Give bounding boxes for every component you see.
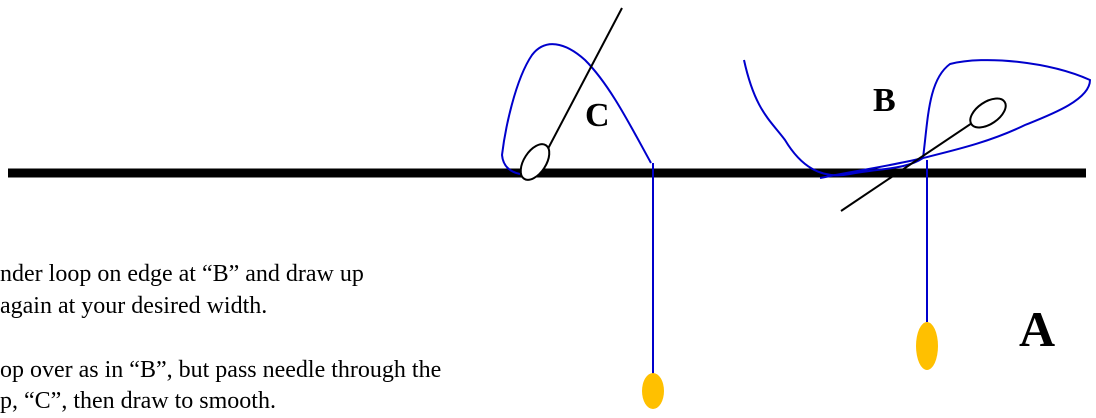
instruction-line-4: p, “C”, then draw to smooth. [0,388,276,414]
label-c: C [585,97,610,134]
thread-loop-b [743,59,1092,179]
needle-eye-b [969,97,1007,129]
thread-loop-c [500,43,652,175]
thread-end-c [642,373,664,409]
instruction-line-3: op over as in “B”, but pass needle throu… [0,357,442,383]
needle-eye-c [519,143,551,181]
instruction-line-2: again at your desired width. [0,293,268,319]
label-a: A [1019,301,1055,357]
label-b: B [873,82,896,119]
needle-c [540,7,623,163]
thread-end-b [916,322,938,370]
needle-b [840,118,979,212]
instruction-line-1: nder loop on edge at “B” and draw up [0,261,364,287]
